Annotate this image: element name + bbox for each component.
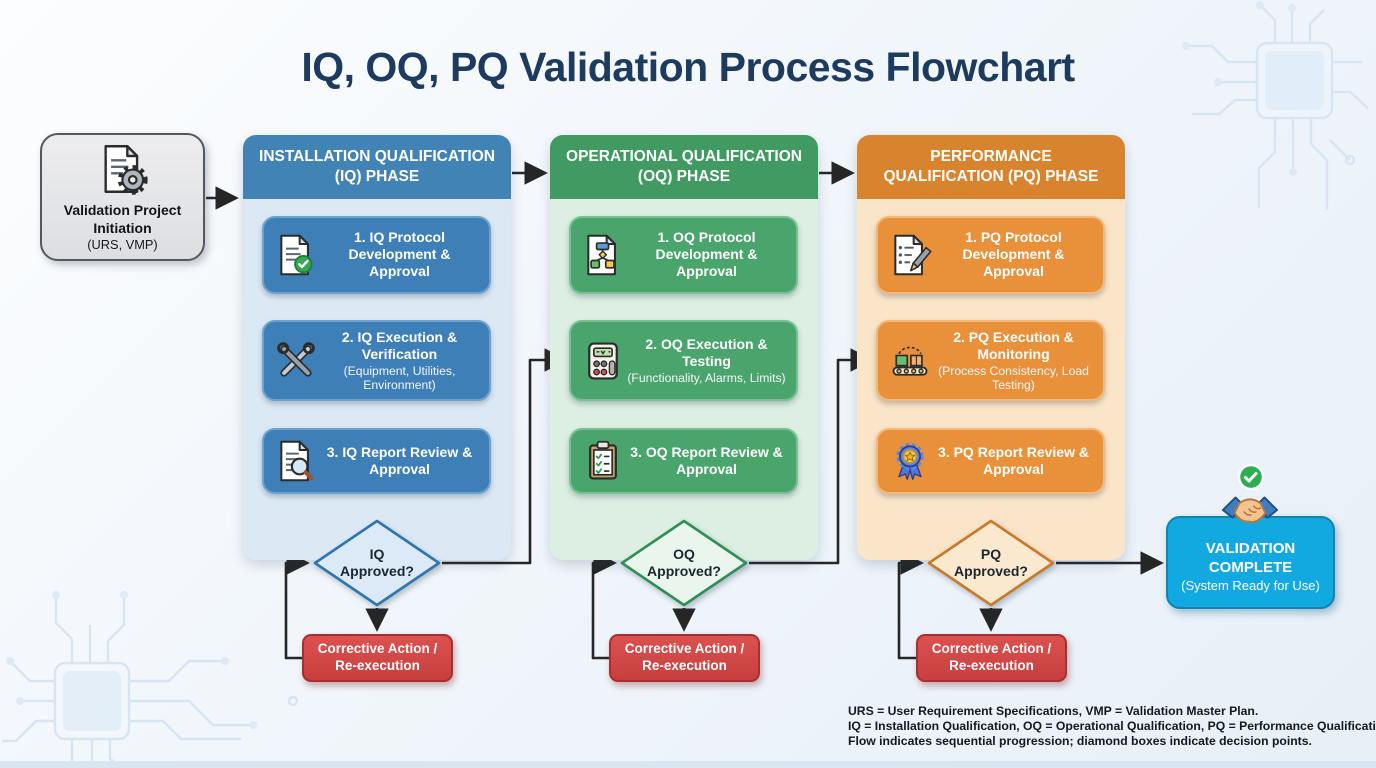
phase-panel-pq: PERFORMANCE QUALIFICATION (PQ) PHASE 1. … — [857, 135, 1125, 560]
decision-label: OQ Approved? — [647, 545, 721, 580]
step-title: 2. PQ Execution & Monitoring — [953, 329, 1074, 362]
step-title: 2. IQ Execution & Verification — [341, 329, 458, 362]
decision-label: PQ Approved? — [954, 545, 1028, 580]
footer-line: IQ = Installation Qualification, OQ = Op… — [848, 718, 1376, 733]
step-subtitle: (Process Consistency, Load Testing) — [938, 363, 1089, 392]
document-check-icon — [272, 233, 320, 277]
step-box-pq-3: 3. PQ Report Review & Approval — [876, 428, 1105, 494]
start-node: Validation Project Initiation (URS, VMP) — [40, 133, 205, 261]
start-node-subtitle: (URS, VMP) — [87, 237, 158, 252]
corrective-action-box-pq: Corrective Action / Re-execution — [916, 634, 1067, 682]
footer-line: Flow indicates sequential progression; d… — [848, 733, 1312, 748]
crossed-tools-icon — [272, 339, 320, 383]
decision-diamond-pq: PQ Approved? — [927, 519, 1055, 607]
step-title: 1. IQ Protocol Development & Approval — [348, 229, 451, 279]
end-node-title: VALIDATION COMPLETE — [1205, 540, 1296, 576]
clipboard-checklist-icon — [579, 439, 627, 483]
footer-note: URS = User Requirement Specifications, V… — [848, 704, 1376, 749]
bottom-accent-strip — [0, 761, 1376, 768]
step-box-iq-1: 1. IQ Protocol Development & Approval — [262, 216, 491, 294]
step-box-oq-2: 2. OQ Execution & Testing(Functionality,… — [569, 320, 798, 401]
step-subtitle: (Equipment, Utilities, Environment) — [343, 363, 456, 392]
decision-label: IQ Approved? — [340, 545, 414, 580]
page-title: IQ, OQ, PQ Validation Process Flowchart — [301, 44, 1075, 90]
step-box-iq-2: 2. IQ Execution & Verification(Equipment… — [262, 320, 491, 401]
decision-diamond-iq: IQ Approved? — [313, 519, 441, 607]
step-box-pq-2: 2. PQ Execution & Monitoring(Process Con… — [876, 320, 1105, 401]
phase-panel-iq: INSTALLATION QUALIFICATION (IQ) PHASE 1.… — [243, 135, 511, 560]
step-title: 3. PQ Report Review & Approval — [938, 443, 1089, 477]
footer-line: URS = User Requirement Specifications, V… — [848, 704, 1259, 718]
phase-header-pq: PERFORMANCE QUALIFICATION (PQ) PHASE — [857, 135, 1125, 199]
calculator-icon — [579, 339, 627, 383]
step-box-oq-1: 1. OQ Protocol Development & Approval — [569, 216, 798, 294]
step-title: 3. OQ Report Review & Approval — [630, 443, 783, 477]
document-pencil-icon — [886, 233, 934, 277]
document-flowchart-icon — [579, 233, 627, 277]
circuit-decoration-bottom-left — [0, 555, 345, 768]
step-title: 2. OQ Execution & Testing — [645, 336, 768, 369]
step-title: 1. PQ Protocol Development & Approval — [962, 229, 1065, 279]
step-title: 3. IQ Report Review & Approval — [326, 443, 473, 477]
phase-header-oq: OPERATIONAL QUALIFICATION (OQ) PHASE — [550, 135, 818, 199]
check-circle-icon — [1237, 463, 1265, 496]
phase-panel-oq: OPERATIONAL QUALIFICATION (OQ) PHASE 1. … — [550, 135, 818, 560]
step-box-oq-3: 3. OQ Report Review & Approval — [569, 428, 798, 494]
circuit-decoration-top-right — [1180, 0, 1376, 240]
step-title: 1. OQ Protocol Development & Approval — [655, 229, 758, 279]
end-node: VALIDATION COMPLETE (System Ready for Us… — [1166, 516, 1335, 609]
conveyor-icon — [886, 339, 934, 383]
start-node-title: Validation Project Initiation — [63, 202, 182, 236]
handshake-icon — [1221, 489, 1279, 538]
decision-diamond-oq: OQ Approved? — [620, 519, 748, 607]
corrective-action-box-iq: Corrective Action / Re-execution — [302, 634, 453, 682]
award-ribbon-icon — [886, 439, 934, 483]
document-magnifier-icon — [272, 439, 320, 483]
step-box-pq-1: 1. PQ Protocol Development & Approval — [876, 216, 1105, 294]
step-subtitle: (Functionality, Alarms, Limits) — [627, 370, 786, 385]
step-box-iq-3: 3. IQ Report Review & Approval — [262, 428, 491, 494]
document-gear-icon — [97, 143, 149, 200]
end-node-subtitle: (System Ready for Use) — [1181, 577, 1320, 593]
corrective-action-box-oq: Corrective Action / Re-execution — [609, 634, 760, 682]
phase-header-iq: INSTALLATION QUALIFICATION (IQ) PHASE — [243, 135, 511, 199]
